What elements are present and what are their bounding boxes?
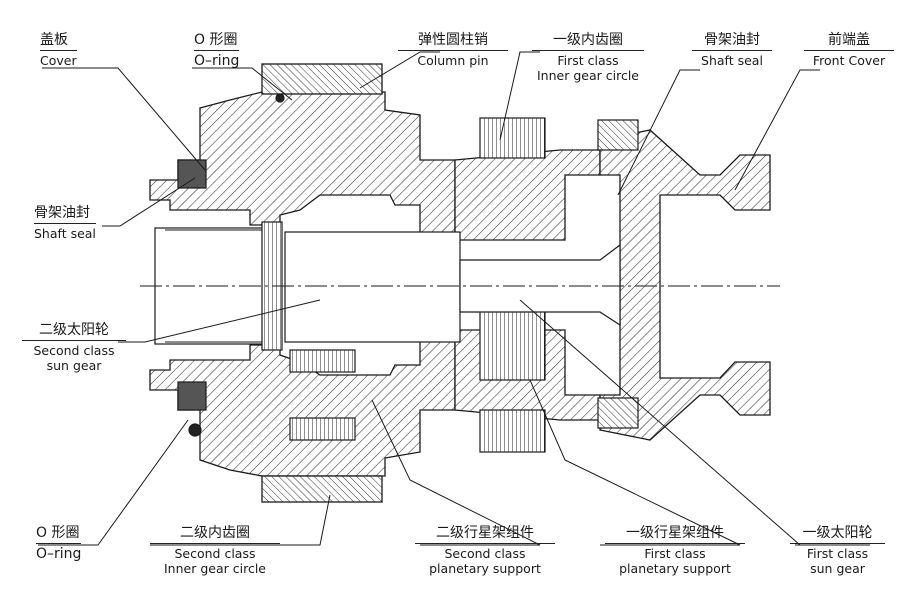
leader-first-planet <box>529 379 741 546</box>
label-first-sun-gear: 一级太阳轮 First class sun gear <box>790 525 885 576</box>
label-first-planetary-support: 一级行星架组件 First class planetary support <box>605 525 745 576</box>
label-o-ring-bottom: O 形圈 O–ring <box>36 525 82 563</box>
leader-o-ring-top <box>192 67 293 101</box>
label-second-planetary-support: 二级行星架组件 Second class planetary support <box>415 525 555 576</box>
label-front-cover: 前端盖 Front Cover <box>804 32 894 68</box>
leader-cover <box>42 67 206 171</box>
leader-o-ring-bottom <box>38 419 189 546</box>
leader-second-sun <box>118 299 321 343</box>
label-cover: 盖板 Cover <box>40 32 77 69</box>
label-shaft-seal-top: 骨架油封 Shaft seal <box>692 32 772 68</box>
leader-shaft-seal-left <box>102 177 196 227</box>
leader-shaft-seal-top <box>617 69 700 196</box>
leader-column-pin <box>359 51 440 89</box>
label-second-sun-gear: 二级太阳轮 Second class sun gear <box>22 322 126 373</box>
label-o-ring-top: O 形圈 O–ring <box>194 32 240 70</box>
leader-front-cover <box>734 69 820 191</box>
leader-first-inner <box>499 51 540 141</box>
leader-lines <box>38 51 870 546</box>
leader-first-sun <box>519 299 870 546</box>
leader-second-planet <box>371 399 541 546</box>
label-column-pin: 弹性圆柱销 Column pin <box>398 32 508 68</box>
leader-second-inner <box>150 494 331 546</box>
label-first-inner-gear: 一级内齿圈 First class Inner gear circle <box>532 32 644 83</box>
label-second-inner-gear: 二级内齿圈 Second class Inner gear circle <box>150 525 280 576</box>
label-shaft-seal-left: 骨架油封 Shaft seal <box>34 205 96 242</box>
